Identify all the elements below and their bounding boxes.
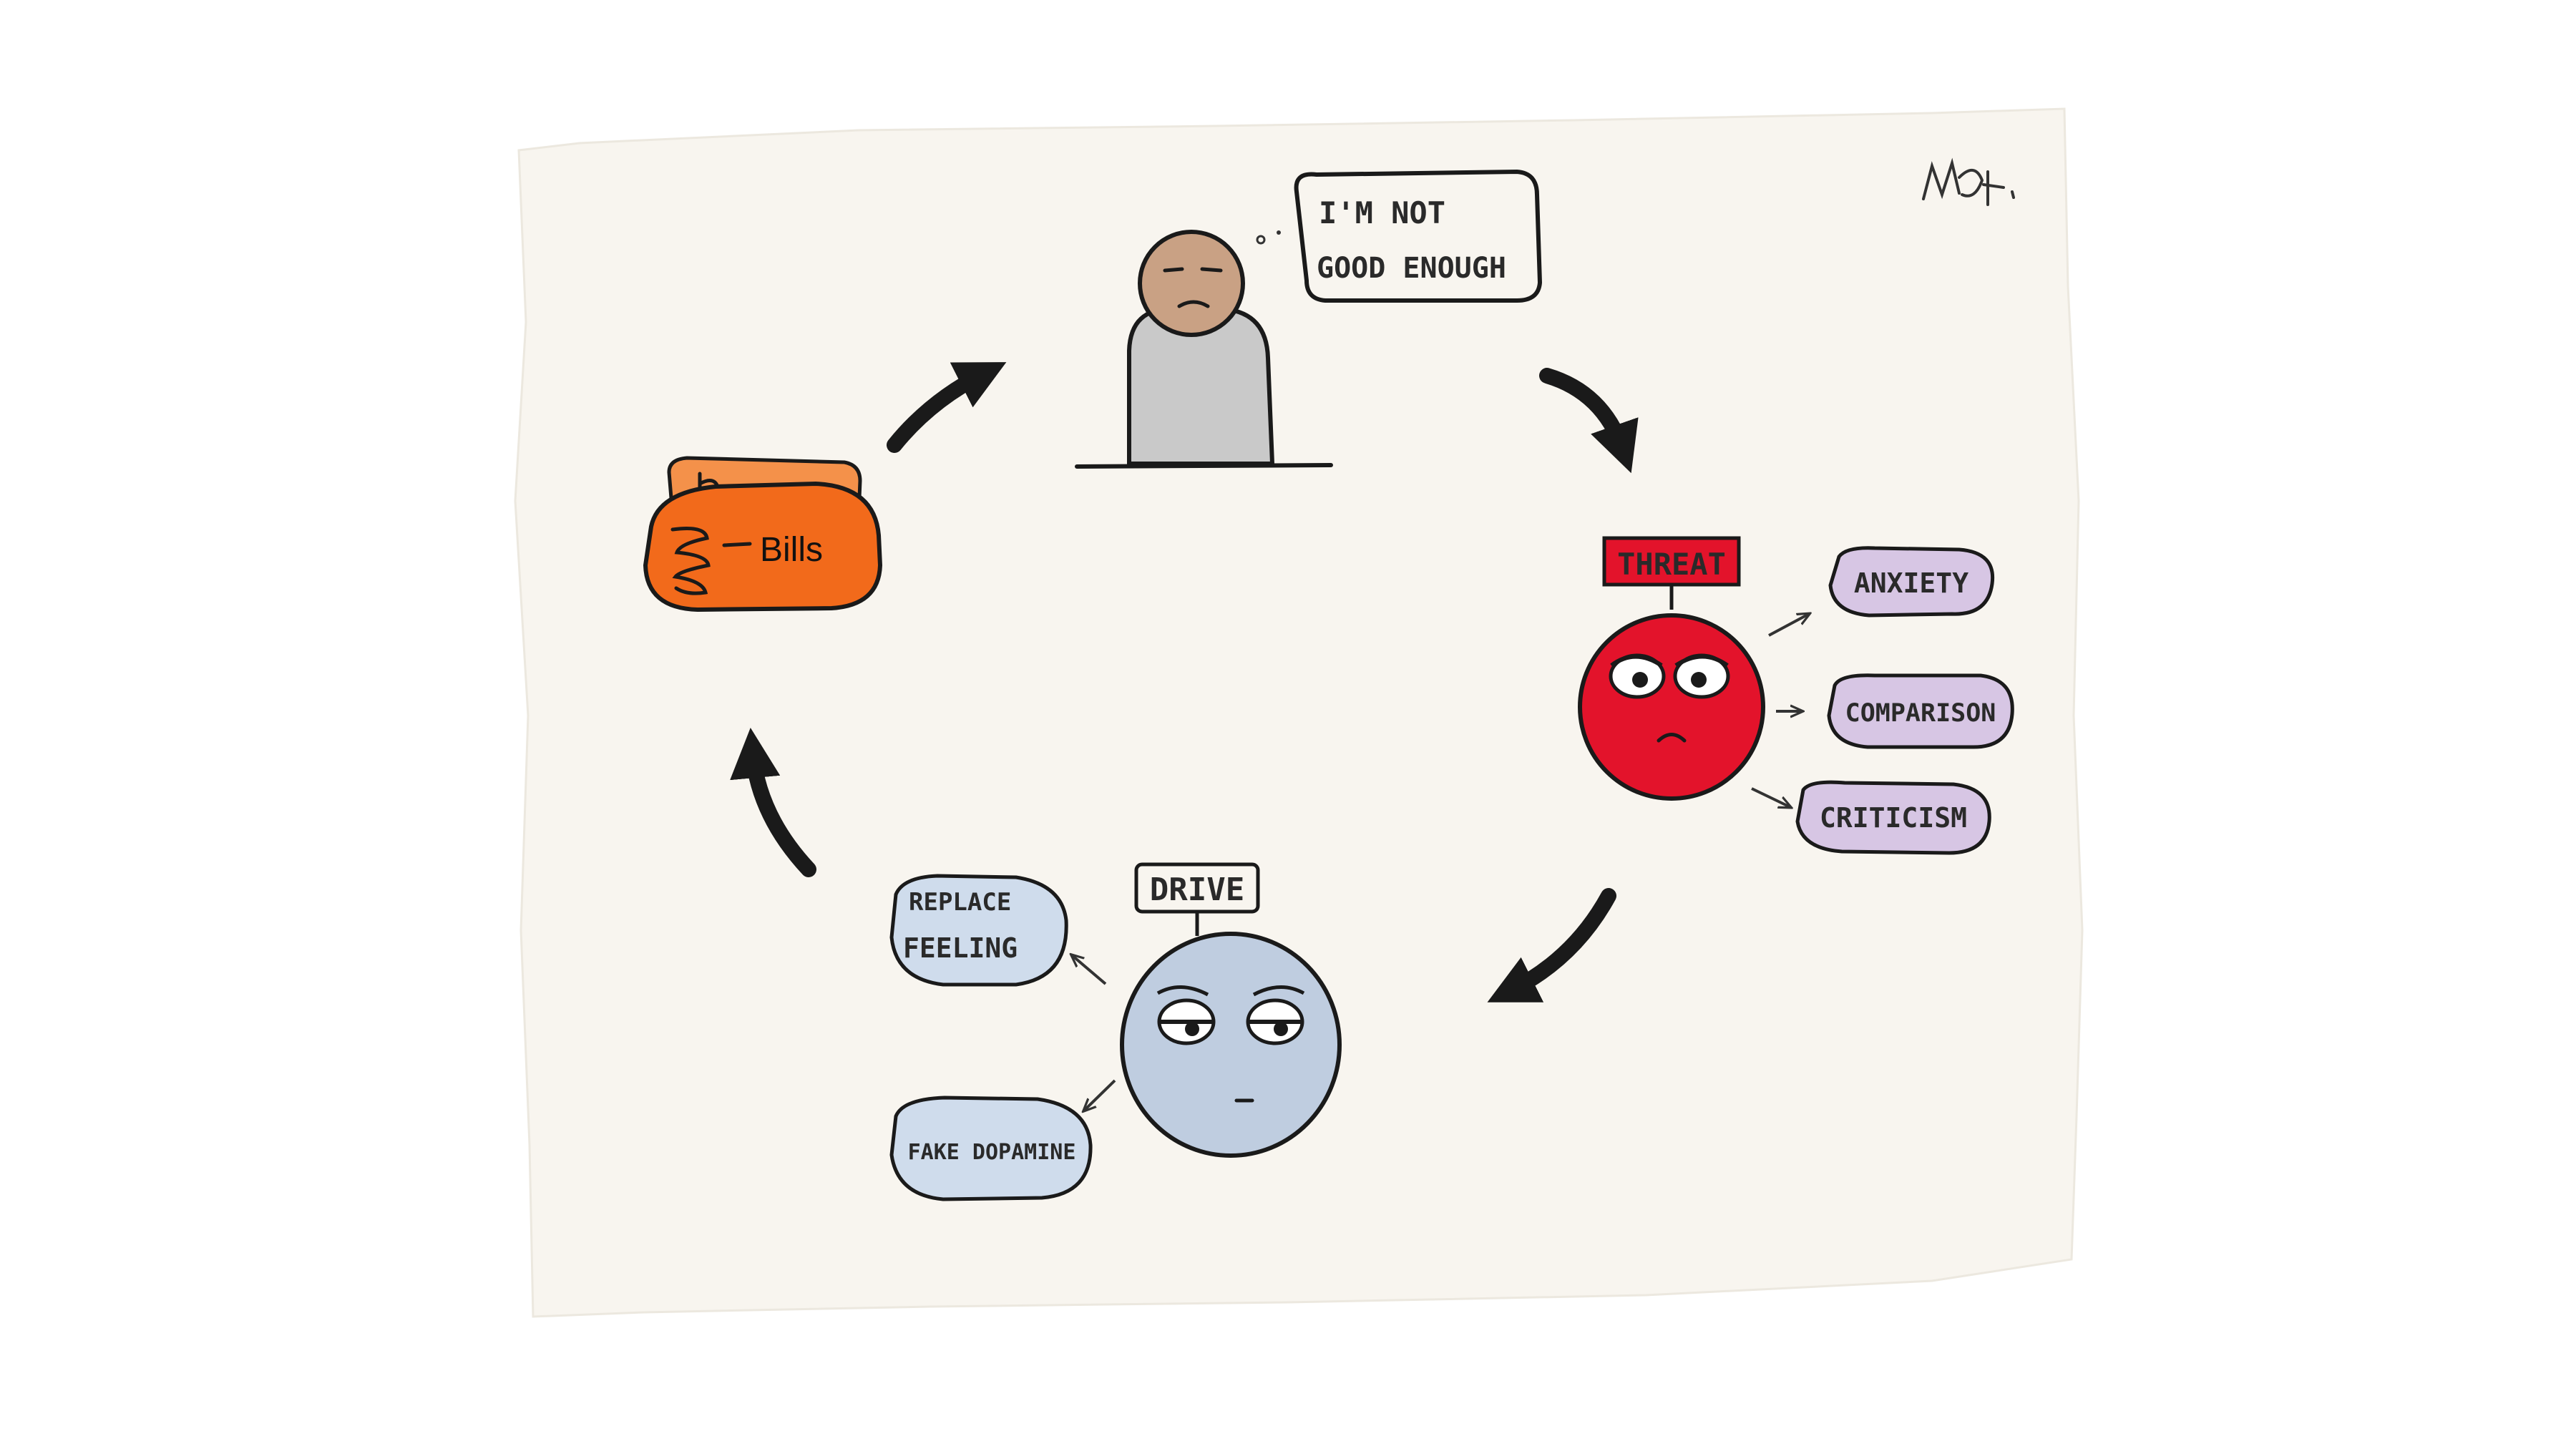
- threat-node: THREAT ANXIETY COMPARISON CRITICISM: [1578, 536, 2014, 855]
- threat-effect-criticism: CRITICISM: [1795, 780, 1991, 855]
- wallet-icon: Bills: [643, 456, 883, 613]
- drive-effect-replace-feeling: REPLACE FEELING: [889, 874, 1068, 987]
- cycle-arrows: [730, 362, 1639, 1002]
- sad-person-icon: [1075, 230, 1333, 469]
- cycle-arrow-icon: [1539, 368, 1639, 474]
- thought-bubble: I'M NOT GOOD ENOUGH: [1256, 169, 1543, 303]
- threat-face-icon: [1578, 613, 1765, 801]
- cycle-arrow-icon: [887, 362, 1007, 453]
- drive-face-icon: [1120, 932, 1342, 1158]
- thought-line-1: I'M NOT: [1319, 195, 1445, 230]
- drive-effect-line-1: FAKE DOPAMINE: [908, 1140, 1076, 1165]
- drive-effect-fake-dopamine: FAKE DOPAMINE: [889, 1096, 1093, 1201]
- threat-effect-anxiety: ANXIETY: [1828, 546, 1995, 618]
- threat-effect-label: ANXIETY: [1854, 567, 1968, 599]
- drive-effect-line-2: FEELING: [903, 932, 1018, 964]
- threat-label: THREAT: [1617, 547, 1726, 582]
- cycle-arrow-icon: [730, 727, 816, 877]
- drive-label: DRIVE: [1150, 872, 1244, 908]
- wallet-label: Bills: [760, 531, 823, 569]
- cycle-arrow-icon: [1487, 888, 1616, 1002]
- threat-effect-comparison: COMPARISON: [1827, 673, 2014, 749]
- signature-mark: [1922, 157, 2015, 206]
- thought-line-2: GOOD ENOUGH: [1317, 252, 1506, 285]
- paper-sheet: [514, 107, 2084, 1318]
- drive-effect-line-1: REPLACE: [909, 888, 1011, 917]
- drive-node: DRIVE REPLACE FEELING FAKE DOPAMINE: [889, 862, 1342, 1201]
- threat-effect-label: CRITICISM: [1820, 802, 1967, 834]
- threat-effect-label: COMPARISON: [1845, 699, 1996, 728]
